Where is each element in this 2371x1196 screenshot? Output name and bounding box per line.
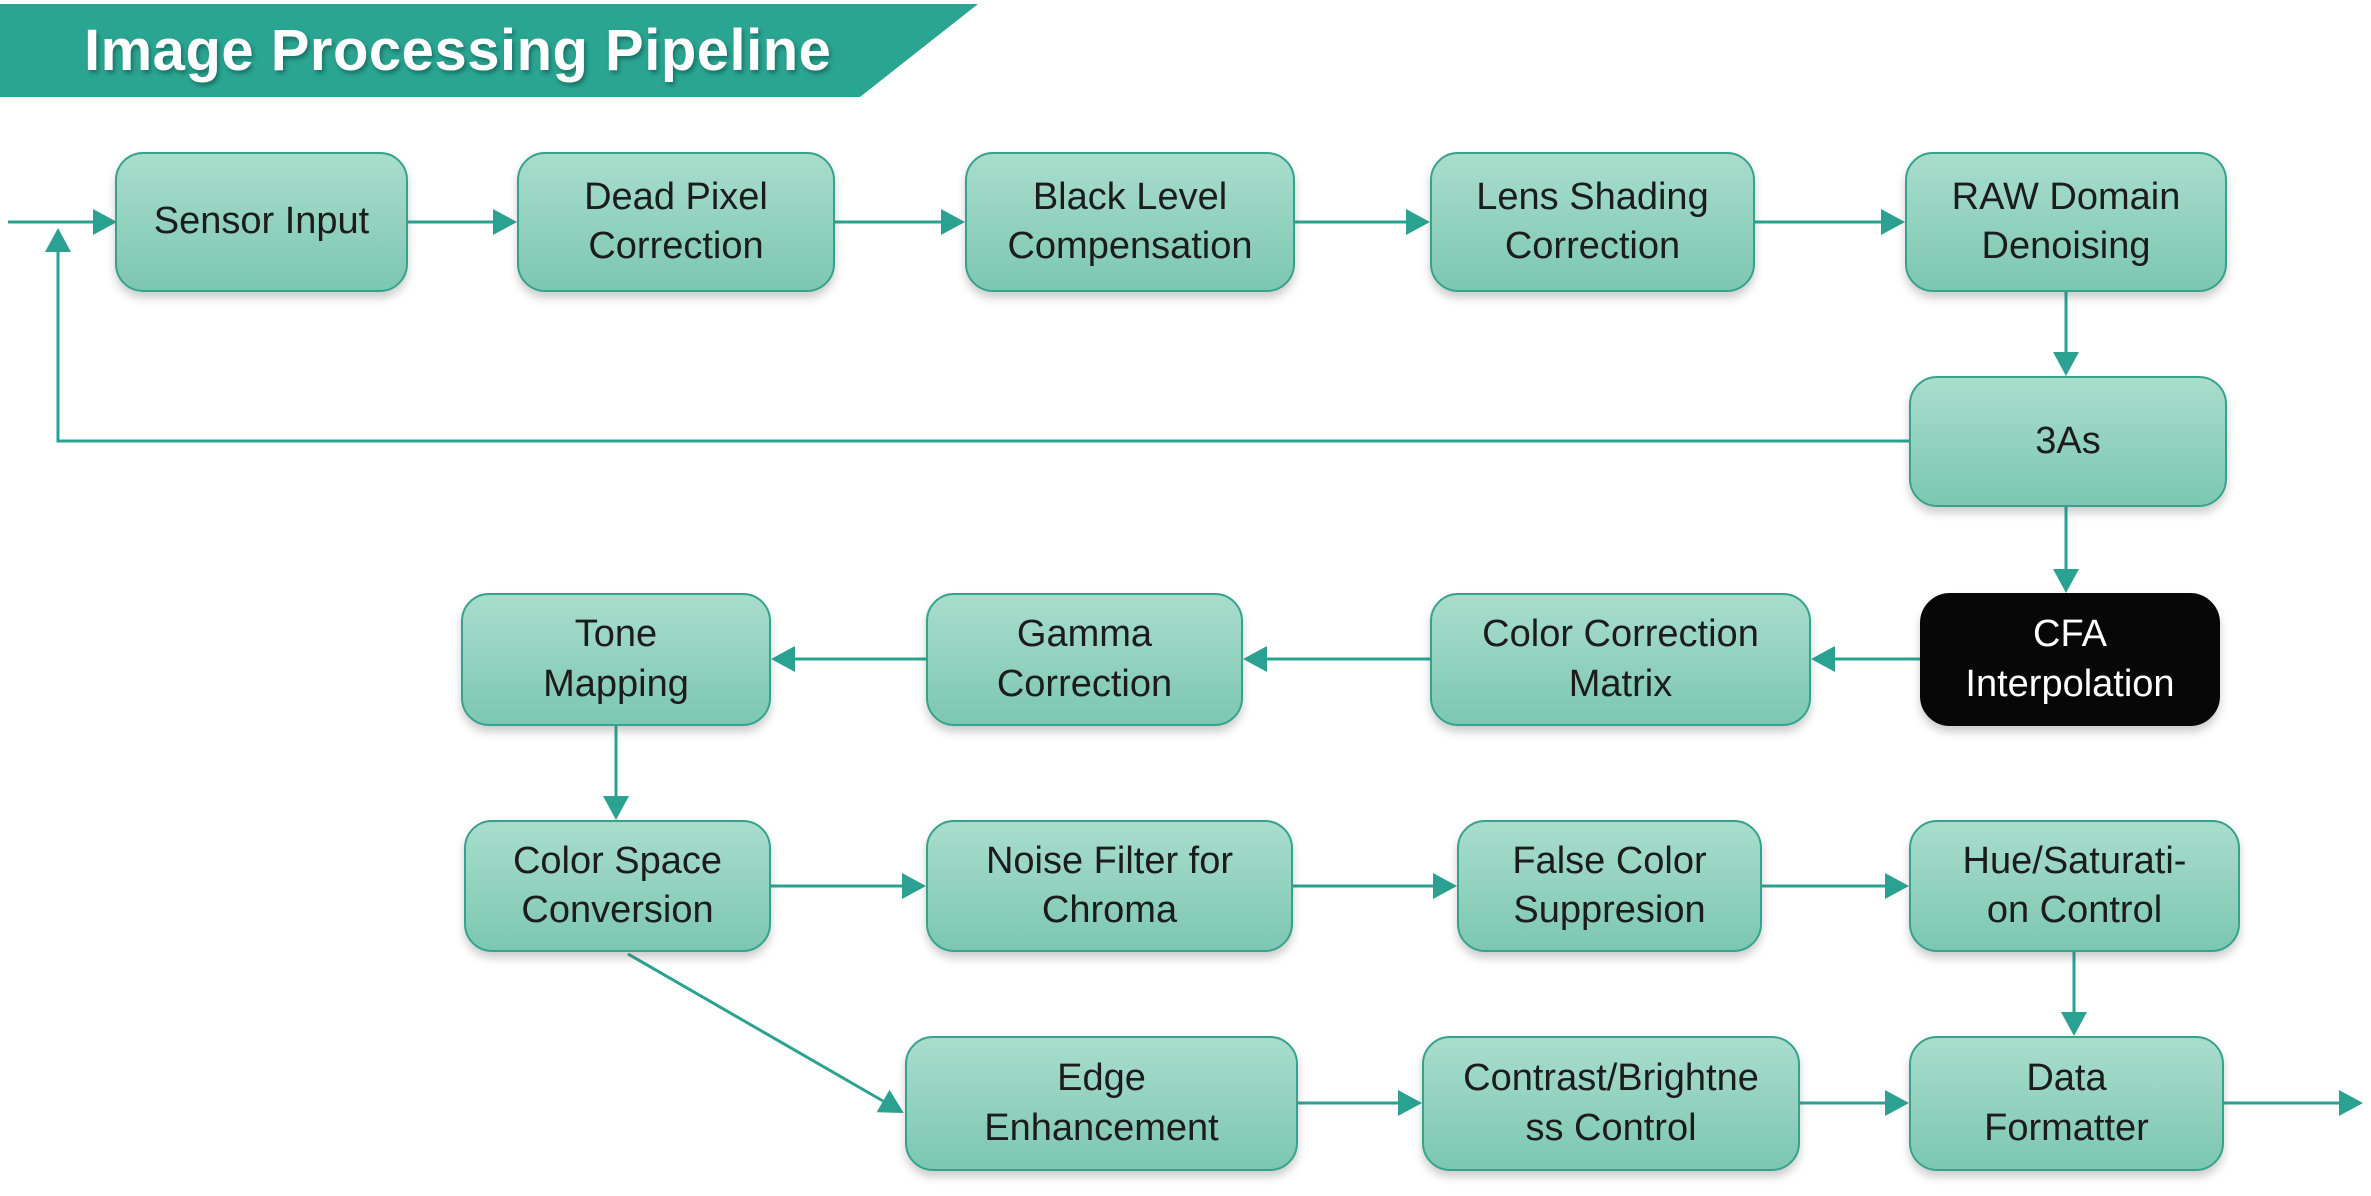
node-label: Black Level Compensation <box>1007 175 1253 267</box>
node-hue-saturation-control: Hue/Saturati- on Control <box>1909 820 2240 952</box>
node-data-formatter: Data Formatter <box>1909 1036 2224 1171</box>
node-label: 3As <box>2035 419 2101 462</box>
node-color-correction-matrix: Color Correction Matrix <box>1430 593 1811 726</box>
node-label: Color Space Conversion <box>512 839 723 931</box>
node-label: False Color Suppresion <box>1512 839 1707 931</box>
node-tone-mapping: Tone Mapping <box>461 593 771 726</box>
node-label: RAW Domain Denoising <box>1951 175 2181 267</box>
node-label: Sensor Input <box>153 200 370 243</box>
feedback-arrow-3as-to-sensor-input <box>45 228 1909 443</box>
node-black-level-compensation: Black Level Compensation <box>965 152 1295 292</box>
node-label: Gamma Correction <box>996 613 1173 705</box>
node-label: Hue/Saturati- on Control <box>1962 839 2187 931</box>
node-cfa-interpolation: CFA Interpolation <box>1920 593 2220 726</box>
node-contrast-brightness-control: Contrast/Brightne ss Control <box>1422 1036 1800 1171</box>
node-label: Edge Enhancement <box>984 1057 1219 1149</box>
node-raw-domain-denoising: RAW Domain Denoising <box>1905 152 2227 292</box>
node-label: Contrast/Brightne ss Control <box>1463 1057 1759 1149</box>
node-label: Tone Mapping <box>543 613 689 705</box>
node-label: Color Correction Matrix <box>1482 613 1759 705</box>
page-title: Image Processing Pipeline <box>84 18 832 83</box>
node-label: Dead Pixel Correction <box>584 175 768 267</box>
node-sensor-input: Sensor Input <box>115 152 408 292</box>
node-dead-pixel-correction: Dead Pixel Correction <box>517 152 835 292</box>
title-banner: Image Processing Pipeline <box>0 4 978 97</box>
node-edge-enhancement: Edge Enhancement <box>905 1036 1298 1171</box>
node-label: Lens Shading Correction <box>1476 175 1709 267</box>
node-color-space-conversion: Color Space Conversion <box>464 820 771 952</box>
arrow-csc-to-edge-enhancement <box>627 952 904 1113</box>
node-label: Noise Filter for Chroma <box>985 839 1234 931</box>
node-gamma-correction: Gamma Correction <box>926 593 1243 726</box>
node-label: Data Formatter <box>1984 1057 2149 1149</box>
node-three-as: 3As <box>1909 376 2227 507</box>
node-lens-shading-correction: Lens Shading Correction <box>1430 152 1755 292</box>
node-noise-filter-for-chroma: Noise Filter for Chroma <box>926 820 1293 952</box>
node-label: CFA Interpolation <box>1965 613 2175 705</box>
node-false-color-suppresion: False Color Suppresion <box>1457 820 1762 952</box>
